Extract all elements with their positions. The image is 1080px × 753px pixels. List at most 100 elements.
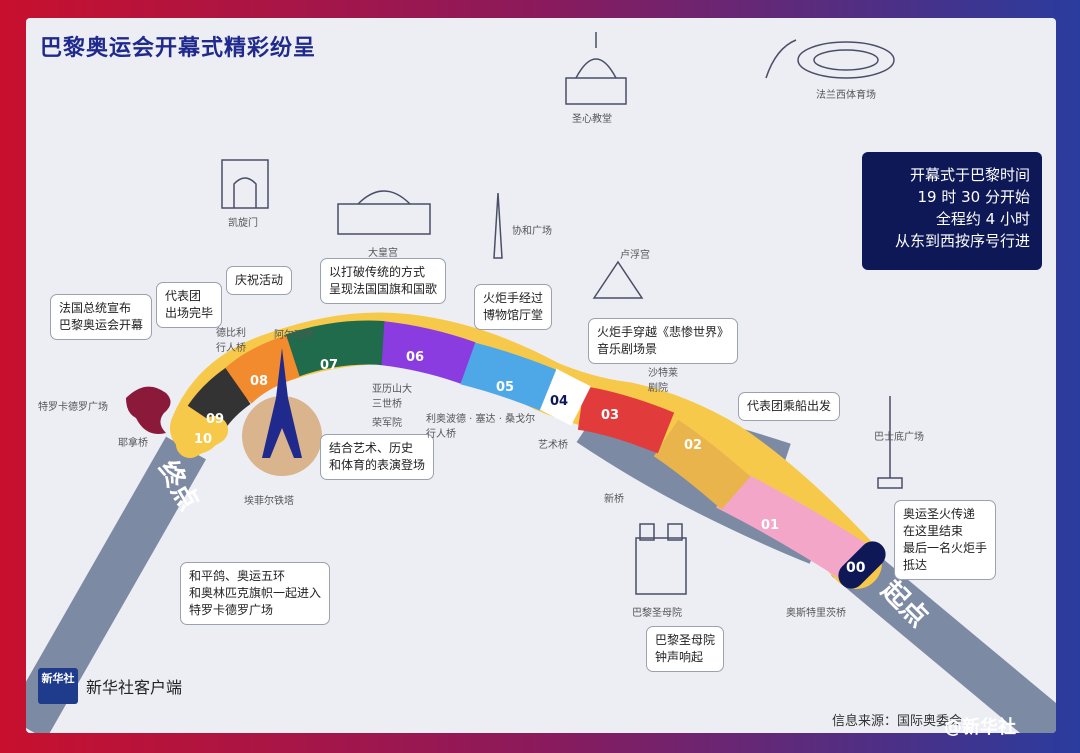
segment-label: 09: [206, 412, 225, 427]
place-label: 艺术桥: [538, 440, 568, 451]
place-label: 巴士底广场: [874, 432, 924, 443]
place-label: 奥斯特里茨桥: [786, 608, 846, 619]
brand-text: 新华社客户端: [86, 678, 183, 697]
callout-line: 呈现法国国旗和国歌: [329, 282, 438, 296]
map-card: 巴黎奥运会开幕式精彩纷呈 开幕式于巴黎时间 19 时 30 分开始 全程约 4 …: [26, 18, 1056, 733]
callout-line: 音乐剧场景: [597, 342, 658, 356]
segment-label: 04: [550, 394, 569, 409]
callout-delegation-done: 代表团 出场完毕: [156, 282, 223, 328]
segment-label: 07: [320, 358, 339, 373]
brand: 新华社 新华社客户端: [38, 668, 182, 704]
watermark: @新华社: [944, 717, 1016, 738]
callout-notre-dame-bells: 巴黎圣母院 钟声响起: [646, 626, 725, 672]
callout-museum: 火炬手经过 博物馆厅堂: [474, 284, 553, 330]
callout-line: 巴黎圣母院: [655, 633, 716, 647]
info-box: 开幕式于巴黎时间 19 时 30 分开始 全程约 4 小时 从东到西按序号行进: [862, 152, 1042, 270]
segment-05: [460, 341, 557, 411]
callout-line: 火炬手经过: [483, 291, 544, 305]
callout-line: 钟声响起: [655, 650, 704, 664]
segment-label: 00: [846, 560, 866, 576]
callout-line: 在这里结束: [903, 524, 964, 538]
callout-line: 庆祝活动: [235, 273, 284, 287]
segment-08: [220, 335, 301, 405]
callout-line: 和奥林匹克旗帜一起进入: [189, 586, 322, 600]
callout-line: 和平鸽、奥运五环: [189, 569, 286, 583]
info-line: 全程约 4 小时: [935, 210, 1030, 228]
info-line: 开幕式于巴黎时间: [909, 166, 1030, 184]
place-label: 巴黎圣母院: [632, 608, 682, 619]
concorde-icon: [493, 192, 503, 259]
segment-label: 08: [250, 374, 269, 389]
callout-celebration: 庆祝活动: [226, 266, 293, 295]
stade-icon: [797, 41, 895, 79]
info-line: 19 时 30 分开始: [917, 188, 1030, 206]
callout-art-history: 结合艺术、历史 和体育的表演登场: [320, 434, 435, 480]
place-label: 耶拿桥: [118, 438, 148, 449]
callout-line: 法国总统宣布: [59, 301, 132, 315]
segment-02: [653, 419, 751, 510]
callout-flag-anthem: 以打破传统的方式 呈现法国国旗和国歌: [320, 258, 447, 304]
segment-01: [716, 468, 868, 582]
eiffel-base-circle: [242, 396, 322, 476]
end-cap: [175, 416, 229, 458]
place-label: 沙特莱 剧院: [648, 368, 678, 394]
place-label: 凯旋门: [228, 218, 258, 229]
callout-line: 结合艺术、历史: [329, 441, 414, 455]
arrow-icon: [765, 39, 797, 79]
callout-line: 巴黎奥运会开幕: [59, 318, 144, 332]
place-label: 新桥: [604, 494, 624, 505]
callout-boats: 代表团乘船出发: [738, 392, 841, 421]
place-label: 荣军院: [372, 418, 402, 429]
segment-07: [283, 320, 385, 377]
info-line: 从东到西按序号行进: [894, 232, 1030, 250]
place-label: 亚历山大 三世桥: [372, 384, 412, 410]
grand-palais-icon: [337, 190, 431, 235]
notre-dame-icon: [635, 523, 687, 595]
segment-label: 06: [406, 350, 425, 365]
eiffel-tower-icon: [262, 348, 302, 458]
callout-president: 法国总统宣布 巴黎奥运会开幕: [50, 294, 153, 340]
river-lower-right: [831, 540, 1056, 733]
start-cap: [838, 541, 886, 589]
trocadero-icon: [126, 386, 171, 434]
callout-les-mis: 火炬手穿越《悲惨世界》 音乐剧场景: [588, 318, 739, 364]
callout-doves: 和平鸽、奥运五环 和奥林匹克旗帜一起进入 特罗卡德罗广场: [180, 562, 331, 625]
place-label: 阿尔玛桥: [274, 330, 314, 341]
place-label: 德比利 行人桥: [216, 328, 246, 354]
callout-line: 代表团乘船出发: [747, 399, 832, 413]
callout-line: 博物馆厅堂: [483, 308, 544, 322]
place-label: 法兰西体育场: [816, 90, 876, 101]
segment-label: 01: [761, 518, 780, 533]
callout-line: 奥运圣火传递: [903, 507, 976, 521]
place-label: 大皇宫: [368, 248, 398, 259]
callout-line: 抵达: [903, 558, 928, 572]
bastille-icon: [877, 396, 903, 489]
segment-label: 10: [194, 432, 213, 447]
callout-line: 和体育的表演登场: [329, 458, 426, 472]
segment-label: 03: [601, 408, 620, 423]
segment-03: [577, 386, 675, 454]
source-text: 信息来源：国际奥委会: [832, 714, 963, 729]
xinhua-logo: 新华社: [38, 668, 78, 704]
place-label: 圣心教堂: [572, 114, 612, 125]
louvre-icon: [592, 260, 644, 299]
arc-icon: [221, 159, 269, 209]
route-map: [26, 32, 1056, 733]
place-label: 埃菲尔铁塔: [244, 496, 294, 507]
place-label: 特罗卡德罗广场: [38, 402, 108, 413]
segment-04: [535, 368, 591, 426]
callout-line: 最后一名火炬手: [903, 541, 988, 555]
page-title: 巴黎奥运会开幕式精彩纷呈: [40, 36, 317, 61]
callout-line: 特罗卡德罗广场: [189, 603, 274, 617]
segment-06: [378, 321, 476, 384]
segment-label: 02: [684, 438, 703, 453]
segment-label: 05: [496, 380, 515, 395]
place-label: 利奥波德 · 塞达 · 桑戈尔 行人桥: [426, 414, 536, 440]
callout-line: 以打破传统的方式: [329, 265, 426, 279]
segment-09: [187, 367, 251, 431]
callout-line: 火炬手穿越《悲惨世界》: [597, 325, 730, 339]
place-label: 协和广场: [512, 226, 552, 237]
callout-torch: 奥运圣火传递 在这里结束 最后一名火炬手 抵达: [894, 500, 997, 580]
callout-line: 代表团: [165, 289, 202, 303]
sacre-coeur-icon: [565, 32, 627, 105]
